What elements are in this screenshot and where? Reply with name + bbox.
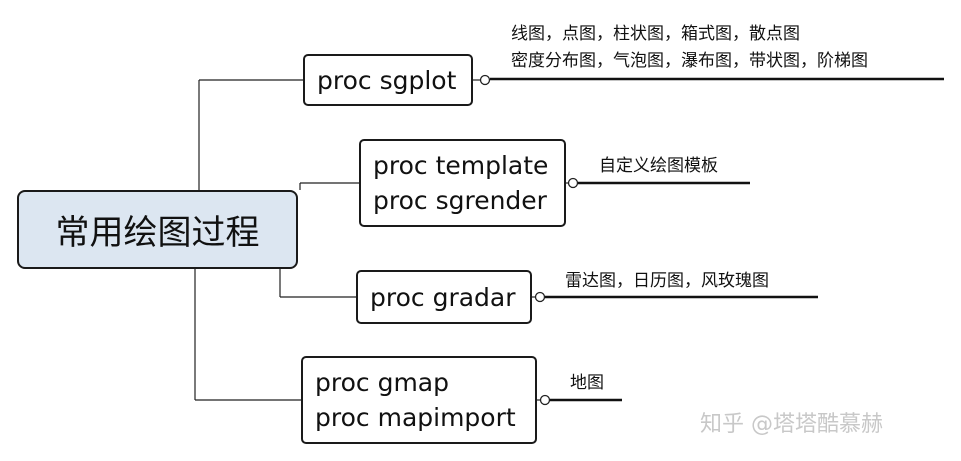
node-template-sgrender[interactable]: proc template proc sgrender — [359, 139, 566, 227]
proc-label: proc sgrender — [373, 186, 547, 215]
watermark: 知乎 @塔塔酷慕赫 — [700, 412, 883, 437]
note-gradar: 雷达图，日历图，风玫瑰图 — [565, 271, 769, 291]
root-node: 常用绘图过程 — [17, 190, 298, 269]
root-label: 常用绘图过程 — [55, 213, 260, 253]
proc-label: proc mapimport — [315, 403, 516, 432]
proc-label: proc gmap — [315, 368, 449, 397]
node-gmap-mapimport[interactable]: proc gmap proc mapimport — [301, 356, 537, 444]
proc-label: proc gradar — [370, 282, 516, 312]
note-template: 自定义绘图模板 — [599, 156, 718, 176]
note-sgplot-line1: 线图，点图，柱状图，箱式图，散点图 — [511, 24, 800, 44]
note-gmap: 地图 — [570, 373, 604, 393]
node-sgplot[interactable]: proc sgplot — [303, 54, 473, 106]
proc-label: proc sgplot — [317, 65, 457, 95]
note-sgplot-line2: 密度分布图，气泡图，瀑布图，带状图，阶梯图 — [511, 51, 868, 71]
proc-label: proc template — [373, 151, 549, 180]
node-gradar[interactable]: proc gradar — [356, 270, 532, 324]
